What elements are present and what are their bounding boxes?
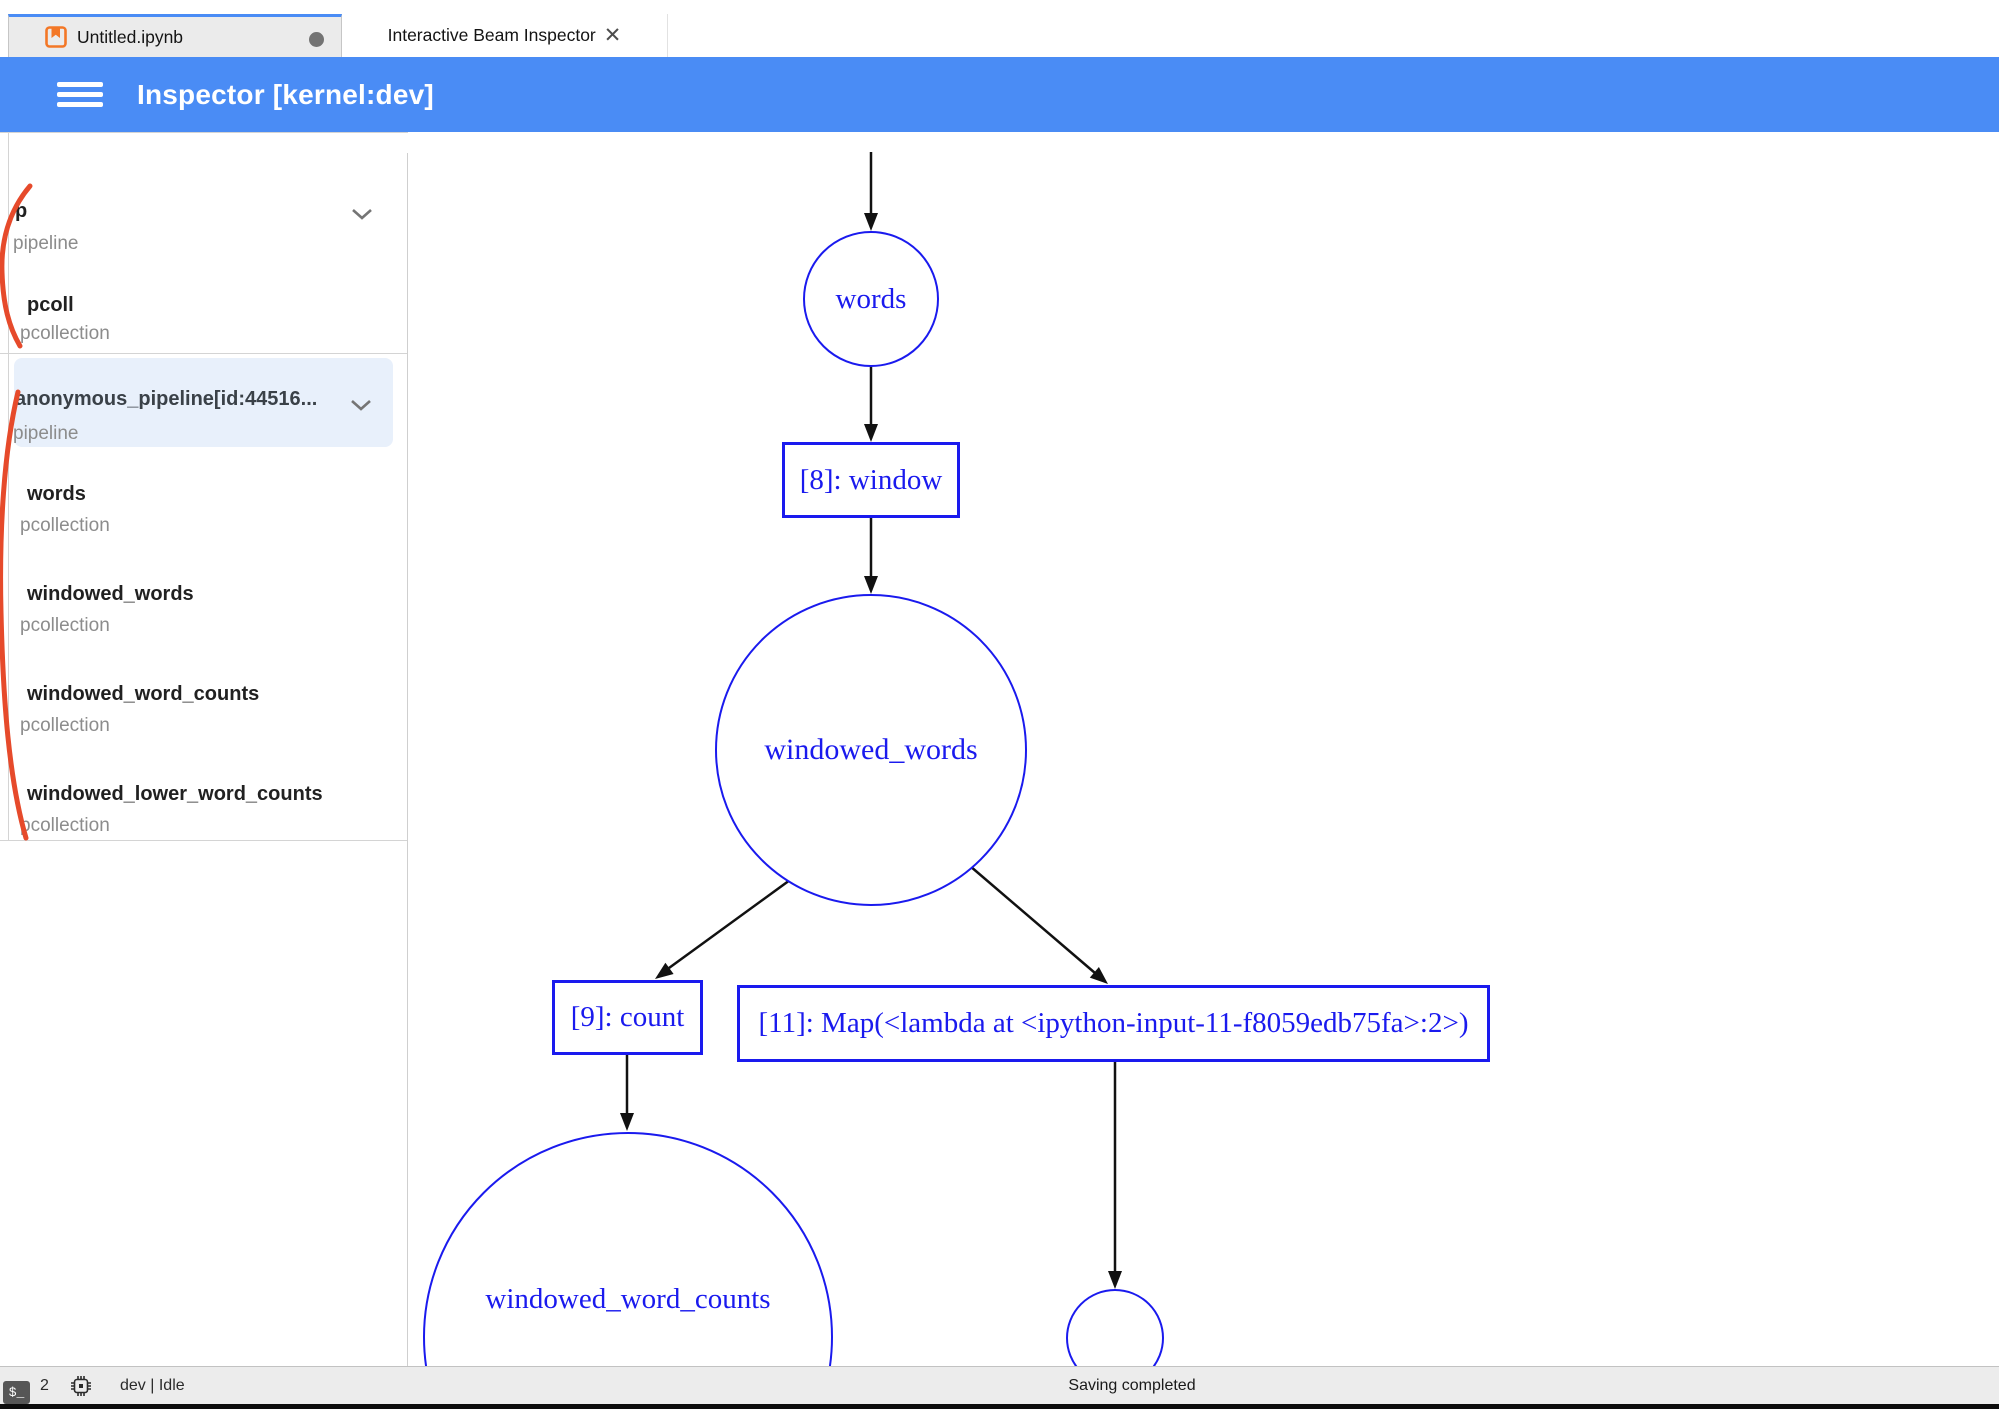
pcollection-name[interactable]: words bbox=[27, 483, 86, 505]
tab-untitled-notebook[interactable]: Untitled.ipynb bbox=[8, 14, 342, 57]
kernel-status[interactable]: dev | Idle bbox=[120, 1376, 185, 1394]
node-label: windowed_words bbox=[764, 733, 978, 766]
graph-node-map-lambda[interactable]: [11]: Map(<lambda at <ipython-input-11-f… bbox=[737, 985, 1490, 1062]
node-label: words bbox=[835, 282, 907, 315]
node-label: [11]: Map(<lambda at <ipython-input-11-f… bbox=[758, 1007, 1469, 1039]
chevron-down-icon[interactable] bbox=[351, 207, 373, 221]
selected-row-highlight bbox=[14, 358, 393, 447]
tab-label: Interactive Beam Inspector bbox=[387, 25, 596, 45]
pcollection-type: pcollection bbox=[20, 715, 110, 736]
status-bar: $_ 2 dev | Idle Saving completed bbox=[0, 1367, 1999, 1404]
node-label: [9]: count bbox=[570, 1001, 685, 1033]
pcollection-name[interactable]: windowed_word_counts bbox=[27, 683, 260, 705]
unsaved-changes-dot[interactable] bbox=[309, 32, 324, 47]
graph-node-count[interactable]: [9]: count bbox=[552, 980, 703, 1055]
tab-interactive-beam-inspector[interactable]: Interactive Beam Inspector ✕ bbox=[342, 14, 668, 57]
node-label: windowed_word_counts bbox=[485, 1282, 771, 1315]
graph-node-window[interactable]: [8]: window bbox=[782, 442, 960, 518]
hamburger-menu-icon[interactable] bbox=[57, 82, 103, 107]
pipeline-name[interactable]: p bbox=[15, 200, 28, 222]
inspector-title: Inspector [kernel:dev] bbox=[137, 78, 434, 110]
pcollection-type: pcollection bbox=[20, 515, 110, 536]
statusbar-top-border bbox=[0, 1366, 1999, 1367]
save-status-message: Saving completed bbox=[1068, 1376, 1196, 1394]
pcollection-type: pcollection bbox=[20, 815, 110, 836]
pipeline-type: pipeline bbox=[13, 233, 79, 254]
pcollection-name[interactable]: windowed_words bbox=[27, 583, 194, 605]
sidebar-card-bottom-border bbox=[0, 840, 408, 841]
inspector-header: Inspector [kernel:dev] bbox=[0, 57, 1999, 132]
graph-edges bbox=[620, 152, 1122, 1289]
close-icon[interactable]: ✕ bbox=[603, 24, 622, 47]
node-label: [8]: window bbox=[799, 463, 943, 496]
window-bottom-edge bbox=[0, 1404, 1999, 1409]
graph-node-unnamed-pcollection[interactable] bbox=[1066, 1289, 1164, 1366]
chevron-down-icon[interactable] bbox=[350, 398, 372, 412]
tab-label: Untitled.ipynb bbox=[77, 26, 184, 47]
red-annotation-arcs bbox=[0, 183, 33, 841]
pcollection-name[interactable]: windowed_lower_word_counts bbox=[27, 783, 323, 805]
kernel-chip-icon[interactable] bbox=[70, 1375, 92, 1397]
inspector-content: p pipeline pcoll pcollection anonymous_p… bbox=[0, 132, 1999, 1366]
terminal-count[interactable]: 2 bbox=[40, 1376, 49, 1394]
sidebar-graph-divider bbox=[407, 153, 408, 1366]
dock-tab-bar: Untitled.ipynb Interactive Beam Inspecto… bbox=[0, 0, 1999, 57]
sidebar-group-divider bbox=[0, 353, 408, 354]
pipeline-type: pipeline bbox=[13, 423, 79, 444]
graph-node-words[interactable]: words bbox=[803, 231, 939, 367]
notebook-icon bbox=[45, 26, 67, 48]
sidebar-card-top-border bbox=[0, 132, 408, 133]
pipeline-name[interactable]: anonymous_pipeline[id:44516... bbox=[15, 388, 318, 410]
pcollection-type: pcollection bbox=[20, 615, 110, 636]
pipeline-sidebar: p pipeline pcoll pcollection anonymous_p… bbox=[0, 132, 408, 1366]
sidebar-card-left-border bbox=[8, 132, 9, 840]
pcollection-name[interactable]: pcoll bbox=[27, 294, 74, 316]
pipeline-graph: words [8]: window windowed_words [9]: co… bbox=[408, 132, 1999, 1366]
pcollection-type: pcollection bbox=[20, 323, 110, 344]
terminal-icon[interactable]: $_ bbox=[3, 1381, 30, 1404]
graph-node-windowed-words[interactable]: windowed_words bbox=[715, 594, 1027, 906]
